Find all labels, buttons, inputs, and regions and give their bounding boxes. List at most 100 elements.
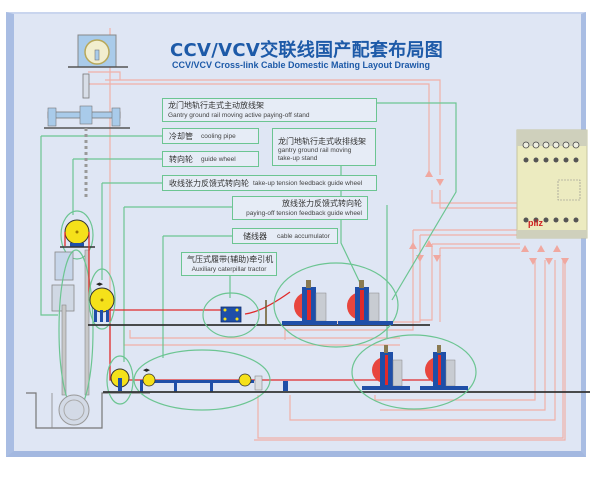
stand-core <box>360 290 364 320</box>
terminal <box>552 141 560 149</box>
extruder-core <box>94 49 100 61</box>
stand-base <box>282 321 337 325</box>
terminal-row-3 <box>523 217 579 223</box>
wheel-hub <box>100 298 104 302</box>
callout-line <box>334 145 373 309</box>
payoff-stands <box>273 262 399 348</box>
callout-ellipse <box>351 334 477 410</box>
small-guide <box>283 381 288 391</box>
bidirectional-arrow-icon: ◂▸ <box>96 280 104 288</box>
arrow-down-icon <box>561 258 569 265</box>
arrow-down-icon <box>545 258 553 265</box>
takeup-stands <box>351 334 477 410</box>
accumulator-leg <box>174 380 177 392</box>
terminal <box>542 141 550 149</box>
arrow-down-icon <box>529 258 537 265</box>
stand-panel <box>315 292 327 322</box>
stand-core <box>385 355 388 385</box>
callout-ellipse <box>88 268 116 330</box>
arrow-up-icon <box>425 240 433 247</box>
wheel-leg <box>94 310 97 322</box>
caterpillar-tractor <box>202 292 267 338</box>
label-en: gantry ground rail moving <box>278 147 352 154</box>
crossbar-leg <box>47 107 57 127</box>
cooling-pipe <box>84 249 90 396</box>
terminal <box>533 217 539 223</box>
diagram-title-en: CCV/VCV Cross-link Cable Domestic Mating… <box>172 60 431 70</box>
signal-line <box>431 190 520 204</box>
crossbar-hub <box>79 105 93 125</box>
label-cn: 储线器 <box>243 231 267 241</box>
terminal <box>573 157 579 163</box>
label-en: paying-off tension feedback guide wheel <box>246 210 362 217</box>
label-cn: 龙门地轨行走式主动放线架 <box>168 101 264 110</box>
tractor-roller <box>235 308 239 312</box>
stand-top <box>437 345 441 353</box>
label-cn: 龙门地轨行走式收排线架 <box>278 137 366 146</box>
stand-top <box>306 280 311 288</box>
wheel-stand <box>70 243 84 247</box>
cooling-pipe <box>61 304 67 396</box>
label-en: Gantry ground rail moving active paying-… <box>168 112 310 119</box>
terminal <box>533 157 539 163</box>
label-payoff-tension-wheel: 放线张力反馈式转向轮 paying-off tension feedback g… <box>232 196 368 220</box>
signal-line <box>105 79 441 175</box>
tractor-roller <box>235 317 239 321</box>
wheel-leg <box>100 310 103 322</box>
arrow-up-icon <box>521 245 529 252</box>
callout-ellipse <box>133 349 271 411</box>
controller-bottom <box>517 230 587 238</box>
signal-line <box>380 260 546 411</box>
terminal <box>572 141 580 149</box>
pilz-controller <box>516 129 588 239</box>
terminal <box>523 157 529 163</box>
signal-line <box>284 230 414 340</box>
takeup-stand-1 <box>362 345 410 390</box>
arrow-down-icon <box>433 255 441 262</box>
bottom-wheel <box>58 394 90 426</box>
signal-line <box>420 244 433 321</box>
callout-line <box>377 102 457 301</box>
terminal <box>543 157 549 163</box>
accumulator-leg <box>210 380 213 392</box>
signal-arrows <box>409 170 569 265</box>
label-en: cable accumulator <box>277 232 330 240</box>
terminal <box>522 141 530 149</box>
stand-panel <box>392 359 403 387</box>
label-cn: 放线张力反馈式转向轮 <box>282 199 362 208</box>
callout-line <box>40 136 58 316</box>
signal-line <box>88 71 121 80</box>
arrow-up-icon <box>553 245 561 252</box>
label-cn: 转向轮 <box>169 154 193 164</box>
cable-segment <box>109 310 430 381</box>
label-takeup-tension-wheel: 收线张力反馈式转向轮 take-up tension feedback guid… <box>162 175 377 191</box>
wheel-hub <box>75 230 79 234</box>
stand-top <box>384 345 388 353</box>
stand-core <box>307 290 311 320</box>
wheel-stand <box>118 378 122 391</box>
stand-top <box>359 280 364 288</box>
label-cooling-pipe: 冷却管 cooling pipe <box>162 128 259 144</box>
payoff-stand-2 <box>338 280 393 325</box>
terminal <box>563 157 569 163</box>
signal-line <box>129 330 400 339</box>
signal-line <box>439 190 520 209</box>
tractor-roller <box>223 308 227 312</box>
arrow-up-icon <box>409 242 417 249</box>
signal-line <box>254 260 566 441</box>
signal-line <box>88 83 430 175</box>
splice-box <box>82 73 90 99</box>
label-cn: 气压式履带(辅助)牵引机 <box>187 255 274 264</box>
label-cn: 收线张力反馈式转向轮 <box>169 178 249 188</box>
callout-ellipse <box>273 262 399 348</box>
terminal <box>573 217 579 223</box>
stand-base <box>362 386 410 390</box>
label-cable-accumulator: 储线器 cable accumulator <box>232 228 338 244</box>
bottom-wheel-inner <box>63 399 85 421</box>
accumulator-leg <box>140 380 143 392</box>
cable-segment <box>244 291 291 315</box>
terminal-row-top <box>522 141 580 149</box>
terminal <box>543 217 549 223</box>
accumulator-section: ◂▸ <box>103 349 590 411</box>
